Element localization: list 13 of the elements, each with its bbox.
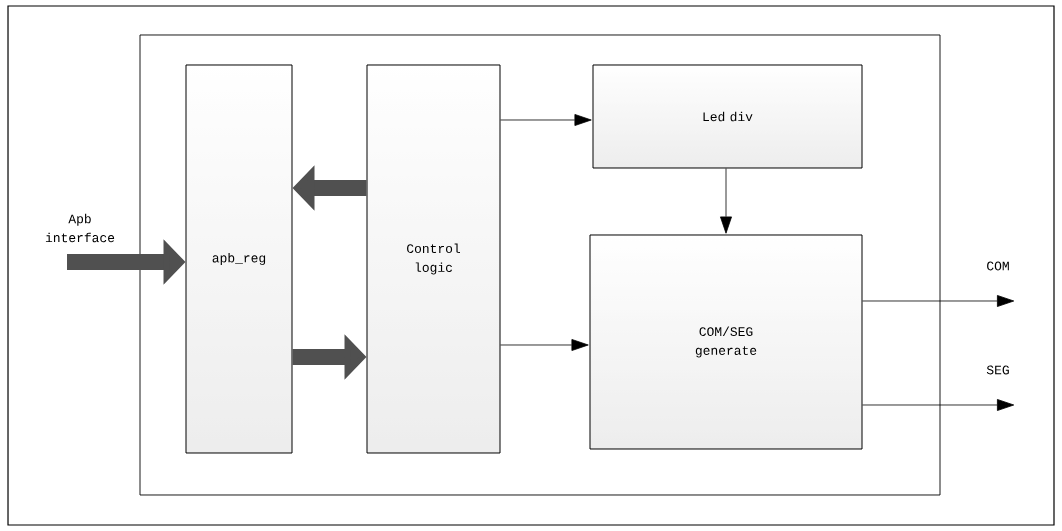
module-boundary-box (139, 34, 941, 496)
block-box: Led div (592, 64, 863, 169)
block-box: COM/SEG generate (589, 234, 863, 450)
interface-label: Apb interface (45, 213, 115, 243)
block-box: apb_reg (185, 64, 293, 454)
block-box: Control logic (366, 64, 501, 454)
arrow (720, 168, 732, 234)
arrow (862, 399, 1015, 411)
arrow (500, 339, 589, 351)
signal-label: SEG (985, 364, 1011, 376)
arrow (500, 114, 592, 126)
signal-label: COM (985, 260, 1011, 272)
arrow (862, 295, 1015, 307)
